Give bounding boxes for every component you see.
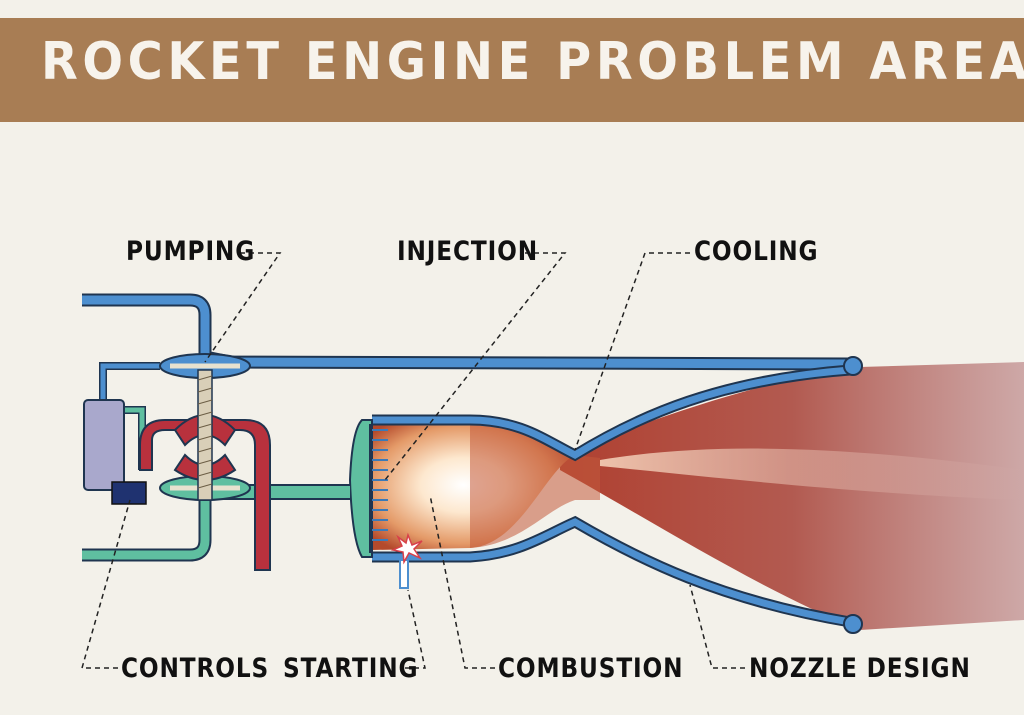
leader-pumping — [204, 252, 282, 363]
label-cooling: COOLING — [694, 236, 819, 267]
leader-injection — [384, 252, 567, 481]
label-pumping: PUMPING — [126, 236, 256, 267]
label-injection: INJECTION — [397, 236, 539, 267]
label-combustion: COMBUSTION — [498, 653, 684, 684]
turbine-gas-line — [139, 419, 271, 571]
gas-generator — [83, 399, 125, 491]
diagram-title: ROCKET ENGINE PROBLEM AREAS — [40, 32, 1024, 92]
nozzle-lip-upper — [843, 356, 863, 376]
injector-manifold — [348, 419, 373, 558]
control-valve-block — [111, 481, 147, 505]
label-controls: CONTROLS — [121, 653, 270, 684]
exhaust-plume-streak — [600, 448, 1024, 500]
fuel-feed-line — [99, 362, 160, 400]
leader-combustion — [429, 494, 495, 669]
leader-nozzle-design — [689, 584, 745, 669]
exhaust-plume — [560, 362, 1024, 630]
nozzle-lip-lower — [843, 614, 863, 634]
injector-orifices — [372, 429, 388, 541]
leader-cooling — [574, 252, 690, 451]
title-bar — [0, 18, 1024, 122]
ignition-spark — [390, 532, 423, 565]
igniter-tube — [399, 559, 409, 589]
label-starting: STARTING — [283, 653, 419, 684]
label-nozzle-design: NOZZLE DESIGN — [749, 653, 971, 684]
leader-controls — [81, 499, 131, 669]
leader-starting — [405, 589, 426, 669]
